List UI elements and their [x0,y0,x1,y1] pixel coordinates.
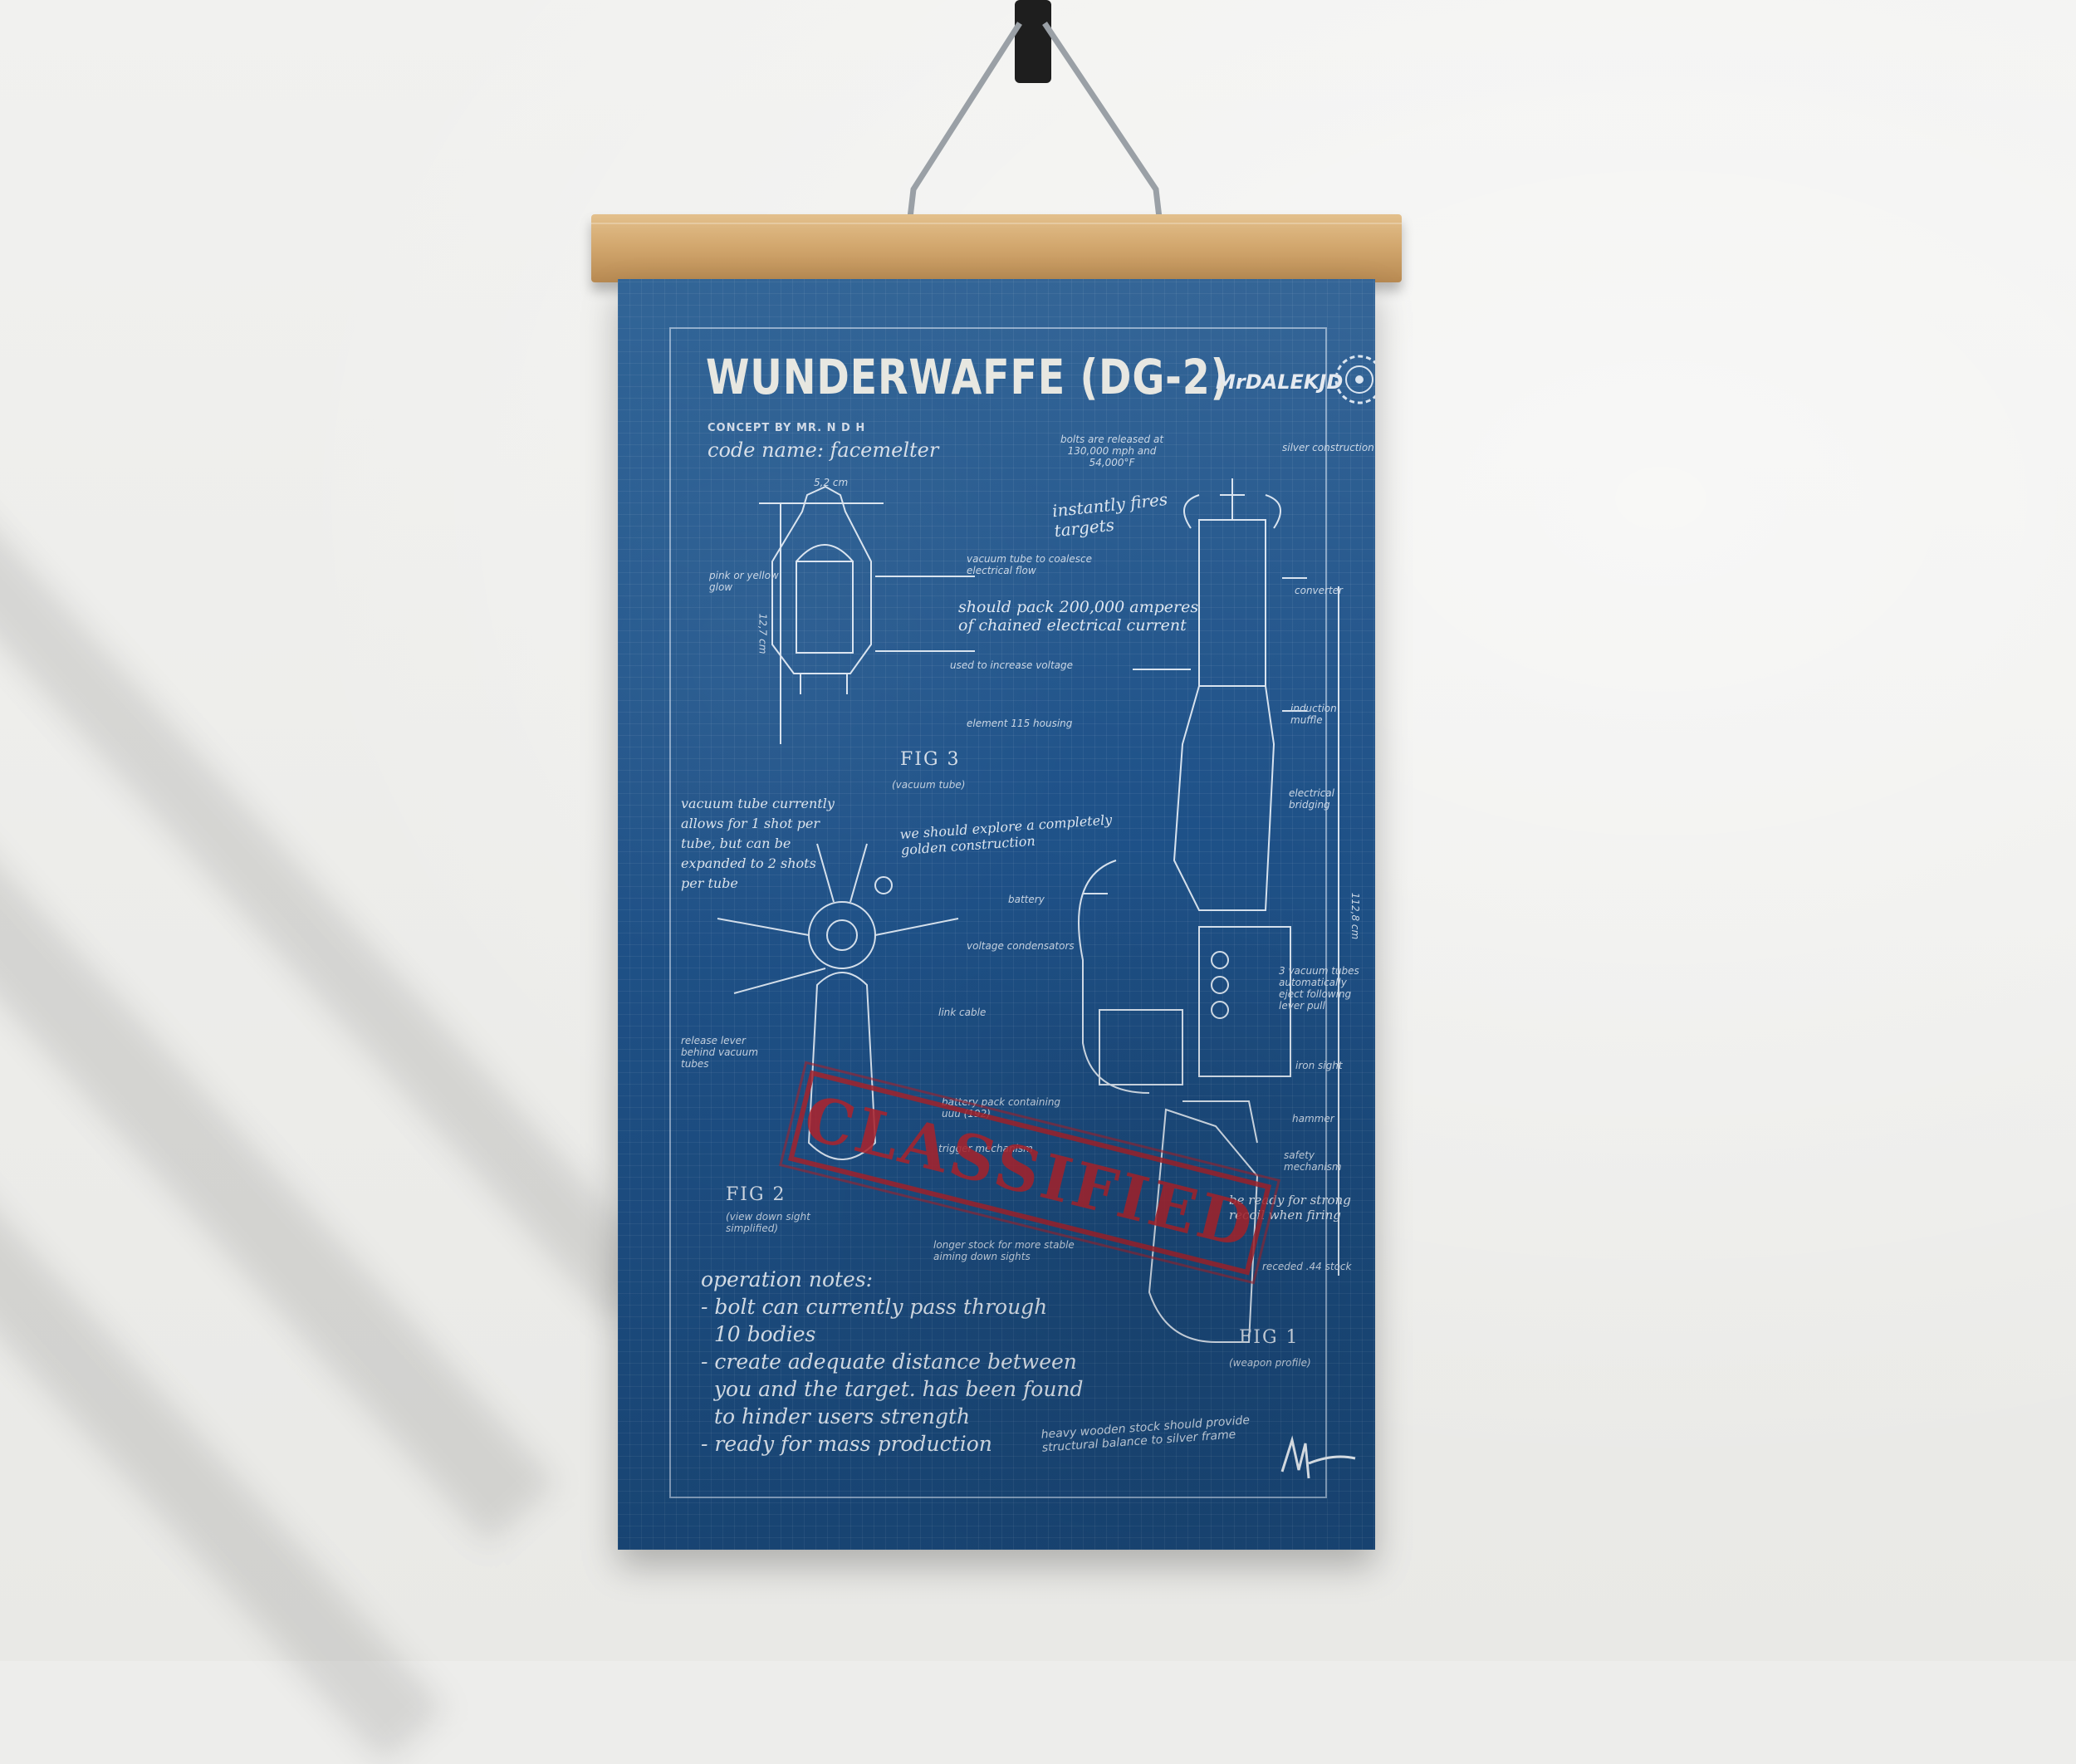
dimension-width: 5,2 cm [814,477,849,488]
blueprint-drawing [717,478,1339,1343]
annotation-converter: converter [1295,585,1343,596]
annotation-element: element 115 housing [967,718,1073,729]
annotation-safety: safety mechanism [1284,1149,1342,1173]
annotation-link: link cable [938,1007,987,1018]
annotation-bolts: bolts are released at 130,000 mph and 54… [1060,434,1164,468]
gear-emblem-icon [1334,355,1375,404]
fig3-sub: (vacuum tube) [892,779,966,791]
blueprint-poster: WUNDERWAFFE (DG-2) CONCEPT BY MR. N D H … [618,279,1375,1550]
code-name: code name: facemelter [708,439,939,462]
fig2-sub: (view down sight simplified) [726,1211,810,1234]
annotation-battery: battery [1008,894,1045,905]
concept-credit: CONCEPT BY MR. N D H [708,422,866,434]
dimension-height: 12,7 cm [756,613,769,654]
annotation-vacuum3: 3 vacuum tubes automatically eject follo… [1279,965,1359,1012]
annotation-vacuum-flow: vacuum tube to coalesce electrical flow [967,553,1092,576]
annotation-pink: pink or yellow glow [709,570,779,593]
annotation-stock-long: longer stock for more stable aiming down… [933,1239,1075,1262]
annotation-iron: iron sight [1295,1060,1343,1071]
annotation-electrical: electrical bridging [1289,787,1334,811]
wall-hook [1015,0,1051,83]
poster-frame [669,327,1327,1498]
annotation-recoil: be ready for strong recoil when firing [1229,1193,1351,1223]
fig3-label: FIG 3 [900,749,961,770]
annotation-induction: induction muffle [1290,703,1337,726]
annotation-battery-pack: battery pack containing uuu (192) [942,1096,1061,1120]
annotation-condensators: voltage condensators [967,940,1075,952]
fig1-sub: (weapon profile) [1229,1357,1311,1369]
annotation-trigger: trigger mechanism [938,1143,1033,1154]
brand-label: MrDALEKJD [1216,370,1344,394]
annotation-voltage: used to increase voltage [950,659,1074,671]
annotation-amperes: should pack 200,000 amperes of chained e… [958,598,1199,635]
annotation-receded: receded .44 stock [1262,1261,1352,1272]
wire-hanger [907,0,1163,218]
wooden-rail [591,214,1402,282]
operation-notes: operation notes: - bolt can currently pa… [701,1267,1084,1456]
annotation-vacuum-shot: vacuum tube currently allows for 1 shot … [681,796,835,891]
hanger-wire [907,22,1163,218]
annotation-silver: silver construction [1282,442,1374,453]
poster-title: WUNDERWAFFE (DG-2) [706,349,1230,405]
annotation-hammer: hammer [1292,1113,1334,1125]
fig2-label: FIG 2 [726,1184,786,1205]
signature-icon [1280,1435,1356,1479]
dimension-total: 112,8 cm [1349,892,1362,940]
fig1-label: FIG 1 [1239,1327,1300,1348]
annotation-release: release lever behind vacuum tubes [681,1035,758,1070]
